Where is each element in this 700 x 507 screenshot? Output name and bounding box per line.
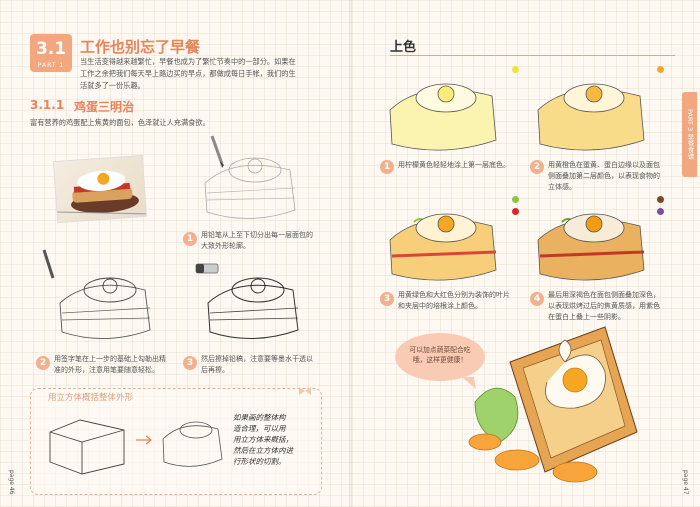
chapter-side-tab: PART 3 早餐食谱 [682,92,697,177]
intro-line: 活就多了一份乐趣。 [80,81,145,90]
ribbon-bow-icon [299,387,311,395]
speech-bubble: 可以加点蔬菜配合吃 哦，这样更健康！ [395,333,485,381]
step-number: 3 [183,356,197,370]
step-text: 用黄橙色在蛋黄、蛋白边缘以及面包 侧面叠加第二层颜色，以表现食物的 立体感。 [548,160,660,193]
step-line: 用黄橙色在蛋黄、蛋白边缘以及面包 [548,161,660,169]
colored-sandwich-step-3 [389,213,497,281]
ink-sketch-step-2 [59,277,151,339]
marker-pen-icon [42,249,55,279]
step-line: 用签字笔在上一步的基础上勾勒出精 [54,355,166,363]
step-line: 侧面叠加第二层颜色，以表现食物的 [548,172,660,180]
intro-line: 工作之余把我们每天早上路边买的早点，都做成每日手帐，我们的生 [80,69,296,78]
section-intro: 当生活变得越来越繁忙，早餐也成为了繁忙节奏中的一部分。如果在 工作之余把我们每天… [80,56,325,92]
step-line: 准的外形，注意用笔要随意轻松。 [54,366,159,374]
tip-box [30,388,322,495]
step-number: 3 [380,292,394,306]
handwriting-line: 用立方体来概括， [233,435,293,444]
colored-sandwich-step-1 [389,83,497,151]
step-line: 以表现烘烤过后的焦黄质感，用紫色 [548,302,660,310]
coloring-title: 上色 [390,40,417,55]
color-swatch-brown [657,196,664,203]
step-number: 2 [36,356,50,370]
tip-handwriting: 如果画的整体构 造合理，可以用 用立方体来概括， 然后在立方体内进 行形状的切割… [233,412,303,467]
pencil-sketch-step-1 [204,157,296,219]
step-line: 用黄绿色和大红色分别为装饰的叶片 [398,291,510,299]
cube-sandwich-sketch [162,421,223,467]
title-underline [390,55,675,56]
speech-bubble-tail [462,377,476,389]
bubble-line: 可以加点蔬菜配合吃 [409,346,471,354]
handwriting-line: 行形状的切割。 [233,457,286,466]
step-line: 最后用深褐色在面包侧面叠加深色， [548,291,660,299]
subsection-title: 鸡蛋三明治 [74,100,135,114]
bubble-line: 哦，这样更健康！ [412,356,468,364]
handwriting-line: 如果画的整体构 [233,413,286,422]
book-gutter [349,0,352,507]
step-line: 大致外形轮廓。 [201,242,250,250]
section-title: 工作也别忘了早餐 [80,38,201,56]
clean-sketch-step-3 [207,277,299,339]
step-number: 1 [183,232,197,246]
step-number: 2 [530,160,544,174]
intro-line: 当生活变得越来越繁忙，早餐也成为了繁忙节奏中的一部分。如果在 [80,57,296,66]
subsection-description: 富有营养的鸡蛋配上焦黄的面包，色泽就让人充满食欲。 [30,118,210,127]
step-line: 用铅笔从上至下切分出每一层面包的 [201,231,313,239]
step-line: 用柠檬黄色轻轻地涂上第一层底色。 [398,161,510,169]
step-text: 用铅笔从上至下切分出每一层面包的 大致外形轮廓。 [201,230,313,252]
cube-sketch [49,419,125,475]
color-swatch-orange [657,66,664,73]
color-swatch-purple [657,208,664,215]
step-number: 1 [380,160,394,174]
pencil-icon [210,135,224,168]
color-swatch-lemon [512,66,519,73]
eraser-icon [195,263,219,274]
step-line: 和夹层中的培根涂上颜色。 [398,302,482,310]
colored-sandwich-step-2 [537,83,645,151]
step-number: 4 [530,292,544,306]
handwriting-line: 然后在立方体内进 [233,446,293,455]
color-swatch-green [512,196,519,203]
section-part-label: PART 1 [37,62,65,69]
page-number-right: page 47 [682,470,689,495]
sandwich-photo [52,154,148,224]
arrow-right-icon [136,435,152,445]
handwriting-line: 造合理，可以用 [233,424,286,433]
sandwich-photo-illustration [57,170,146,215]
color-swatch-red [512,208,519,215]
section-number: 3.1 [35,39,67,59]
final-sandwich-illustration [468,326,638,483]
step-text: 最后用深褐色在面包侧面叠加深色， 以表现烘烤过后的焦黄质感，用紫色 在蛋白上叠上… [548,290,660,323]
step-text: 用签字笔在上一步的基础上勾勒出精 准的外形，注意用笔要随意轻松。 [54,354,166,376]
step-line: 后再擦。 [201,366,229,374]
page-number-left: page 46 [8,470,15,495]
step-text: 然后擦掉铅稿，注意要等墨水干透以 后再擦。 [201,354,313,376]
step-line: 在蛋白上叠上一些阴影。 [548,313,625,321]
subsection-number: 3.1.1 [30,98,65,112]
colored-sandwich-step-4 [537,213,645,281]
step-line: 然后擦掉铅稿，注意要等墨水干透以 [201,355,313,363]
step-line: 立体感。 [548,183,576,191]
step-text: 用黄绿色和大红色分别为装饰的叶片 和夹层中的培根涂上颜色。 [398,290,510,312]
step-text: 用柠檬黄色轻轻地涂上第一层底色。 [398,160,510,171]
section-badge: 3.1 PART 1 [30,34,72,72]
tip-box-title: 用立方体概括整体外形 [48,393,134,403]
